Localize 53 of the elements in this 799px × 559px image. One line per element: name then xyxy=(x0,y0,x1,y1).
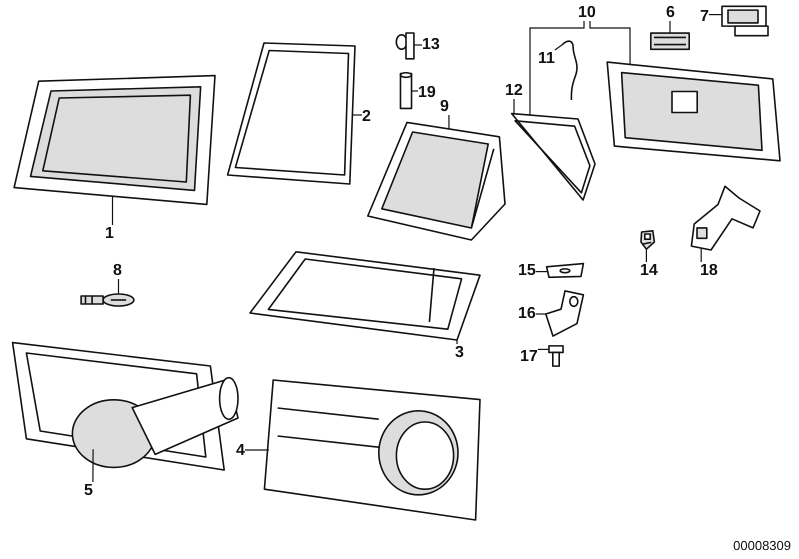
leader-line xyxy=(412,90,418,92)
callout-number: 1 xyxy=(105,225,114,242)
bulb-drawing xyxy=(80,290,135,310)
tube-drawing xyxy=(400,72,412,110)
lower-housing-drawing xyxy=(250,250,480,340)
callout-number: 6 xyxy=(666,4,675,21)
leader-line xyxy=(456,340,458,344)
callout-number: 3 xyxy=(455,344,464,361)
leader-line xyxy=(589,21,631,64)
bracket-drawing xyxy=(690,185,760,250)
lamp-housing-drawing xyxy=(365,120,505,240)
leader-line xyxy=(92,449,94,482)
clip-drawing xyxy=(640,230,656,250)
leader-line xyxy=(669,21,671,34)
callout-number: 19 xyxy=(418,84,436,101)
callout-number: 18 xyxy=(700,262,718,279)
bulb-socket-drawing xyxy=(395,30,417,60)
callout-number: 17 xyxy=(520,348,538,365)
seal-ring-drawing xyxy=(510,110,595,200)
pad-drawing xyxy=(650,32,690,50)
callout-number: 14 xyxy=(640,262,658,279)
leader-line xyxy=(112,196,114,225)
callout-number: 15 xyxy=(518,262,536,279)
nut-plate-drawing xyxy=(545,262,585,278)
callout-number: 11 xyxy=(538,50,555,67)
leader-line xyxy=(352,114,362,116)
bracket-drawing xyxy=(545,290,585,338)
leader-line xyxy=(646,249,647,262)
drawing-number: 00008309 xyxy=(733,538,791,553)
callout-number: 16 xyxy=(518,305,536,322)
callout-number: 13 xyxy=(422,36,440,53)
leader-line xyxy=(118,279,120,294)
callout-number: 12 xyxy=(505,82,523,99)
leader-line xyxy=(448,115,450,129)
leader-line xyxy=(700,248,702,262)
callout-number: 8 xyxy=(113,262,122,279)
leader-line xyxy=(244,449,269,451)
callout-number: 7 xyxy=(700,8,709,25)
leader-line xyxy=(513,99,515,114)
clip-drawing xyxy=(720,5,770,37)
leader-line xyxy=(554,44,563,50)
leader-line xyxy=(414,44,422,46)
callout-number: 10 xyxy=(578,4,596,21)
leader-line xyxy=(529,21,585,116)
leader-line xyxy=(536,271,548,272)
leader-line xyxy=(536,313,546,315)
callout-number: 2 xyxy=(362,108,371,125)
leader-line xyxy=(708,14,722,16)
leader-line xyxy=(538,348,549,350)
bolt-drawing xyxy=(548,345,564,367)
callout-number: 5 xyxy=(84,482,93,499)
callout-number: 4 xyxy=(236,442,245,459)
callout-number: 9 xyxy=(440,98,449,115)
